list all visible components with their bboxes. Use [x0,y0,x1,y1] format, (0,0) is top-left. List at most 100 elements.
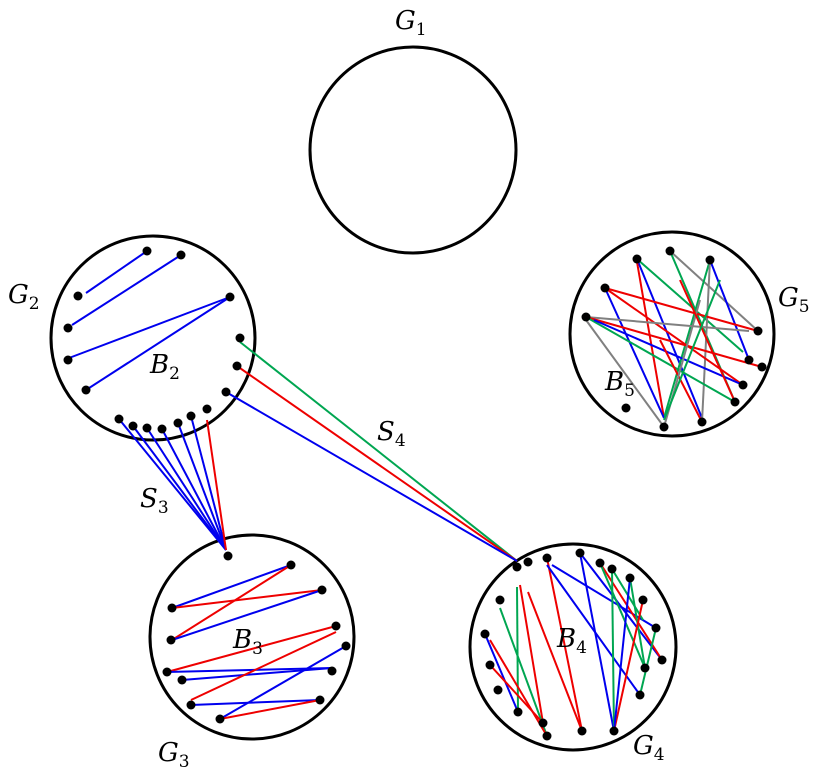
g3-edge [219,645,347,720]
circle-g5 [568,230,776,438]
g3-edge [166,625,337,673]
g3-vertex [315,695,325,705]
g2-edge [71,254,182,326]
g3-vertex [215,714,225,724]
g3-edge [190,699,321,706]
g4-vertex [523,557,533,567]
label-g3: G3 [158,738,190,769]
g2-vertex [157,424,167,434]
s3-edge [146,427,227,551]
g4-vertex [495,595,505,605]
g5-edge [663,279,721,421]
g3-edge [171,564,292,641]
label-s4: S4 [377,417,406,451]
g5-vertex [621,403,631,413]
s3-edge [161,428,227,551]
g3-vertex [166,635,176,645]
g4-vertex [542,731,552,741]
label-b3: B3 [232,625,263,659]
g3-vertex [331,621,341,631]
g5-edge [585,319,665,428]
g4-edge [611,568,615,732]
g2-vertex [173,418,183,428]
circle-g1 [308,45,518,255]
g4-vertex [607,564,617,574]
g4-edge [599,562,646,669]
vertices-layer [63,246,767,741]
g4-vertex [538,718,548,728]
s3-edge [118,418,227,551]
g2-vertex [142,423,152,433]
g2-vertex [142,246,152,256]
g4-vertex [485,660,495,670]
label-b5: B5 [604,367,635,401]
g5-edge [585,316,736,403]
g3-edge [181,667,333,681]
g5-edge [669,250,759,332]
g4-vertex [651,623,661,633]
g4-edge [613,577,631,732]
g3-vertex [223,551,233,561]
g5-edge [636,261,665,419]
g3-vertex [177,675,187,685]
g3-vertex [167,603,177,613]
g5-edge [604,287,759,332]
g5-vertex [659,422,669,432]
label-g5: G5 [778,283,810,317]
g4-vertex [575,548,585,558]
label-g1: G1 [395,6,427,40]
g3-edge [219,699,321,720]
g4-edge [613,599,644,732]
g5-vertex [581,312,591,322]
g3-vertex [327,666,337,676]
g4-vertex [657,655,667,665]
g4-edge [489,664,544,724]
g5-edge [593,319,744,386]
g5-vertex [632,254,642,264]
g4-edge [527,591,583,732]
g3-edge [171,589,323,641]
g5-vertex [705,255,715,265]
g3-edge [171,589,323,609]
g2-vertex [81,385,91,395]
g5-edge [636,258,744,353]
label-g2: G2 [8,280,40,314]
g4-vertex [609,726,619,736]
g4-edge [484,633,519,713]
edges-layer [68,250,763,737]
s4-edge [239,341,518,562]
g5-edge [604,287,665,419]
g2-edge [68,296,231,359]
g4-edge [546,564,641,696]
label-b2: B2 [149,350,180,384]
s4-edge [225,391,518,562]
g2-vertex [114,414,124,424]
g4-edge [519,584,544,724]
circle-g3 [148,533,356,741]
g4-edge [499,607,548,737]
s4-edge [236,365,518,562]
g5-edge [585,316,763,368]
g5-vertex [697,417,707,427]
g5-vertex [730,397,740,407]
g3-edge [190,631,337,701]
circle-g4 [468,542,678,752]
g4-edge [489,639,548,737]
g5-edge [701,259,711,423]
g2-vertex [73,291,83,301]
label-b4: B4 [556,624,587,658]
g4-edge [516,586,519,713]
g3-vertex [317,585,327,595]
g4-vertex [480,629,490,639]
label-g4: G4 [633,731,665,765]
s3-edge [190,415,227,551]
g3-edge [171,564,292,609]
g4-vertex [493,685,503,695]
g4-edge [579,552,663,661]
s3-edge [132,425,227,551]
g2-edge [85,296,231,391]
g3-edge [166,667,333,673]
g5-edge [709,259,750,361]
g5-vertex [665,246,675,256]
